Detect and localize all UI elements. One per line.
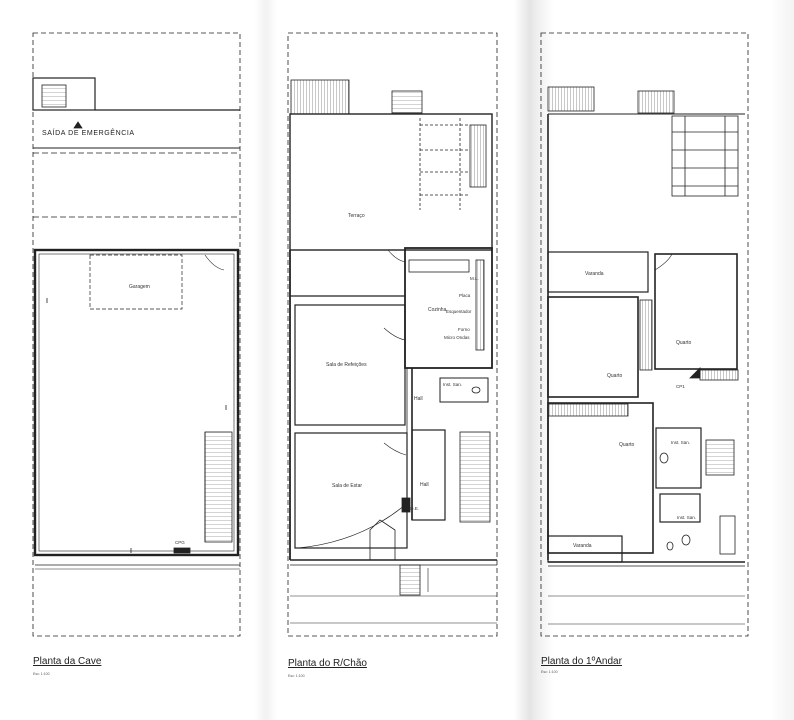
placa-label: Placa	[459, 293, 471, 298]
sheet-title-cave: Planta da Cave	[33, 656, 102, 667]
wc1-label: Inst. San.	[671, 440, 691, 445]
paper-fold-far-right	[770, 0, 794, 720]
esquentador-label: Esquentador	[446, 309, 472, 314]
sheet-scale-rchao: Esc: 1:100	[288, 674, 305, 678]
micro-ondas-label: Micro Ondas	[444, 335, 470, 340]
sheet-scale-cave: Esc: 1:100	[33, 672, 50, 676]
plan-cave	[32, 32, 241, 637]
living-label: Sala de Estar	[332, 483, 363, 489]
terrace-label: Terraço	[348, 213, 365, 219]
hall-upper-label: Hall	[414, 396, 423, 402]
quadro-label: Q.E.	[410, 506, 420, 511]
wc2-label: Inst. San.	[677, 515, 697, 520]
varanda-top-label: Varanda	[585, 271, 604, 277]
sheet-scale-1andar: Esc: 1:100	[541, 670, 558, 674]
sheet-title-1andar: Planta do 1ºAndar	[541, 656, 622, 667]
ml-label: M.L.	[470, 276, 479, 281]
plan-1andar	[540, 32, 749, 637]
paper-fold-left	[255, 0, 277, 720]
plan-rchao	[287, 32, 498, 637]
forno-label: Forno	[458, 327, 470, 332]
quarto-big-label: Quarto	[619, 442, 635, 448]
quarto-mid-label: Quarto	[607, 373, 623, 379]
sheet-title-rchao: Planta do R/Chão	[288, 658, 367, 669]
cp1-label: CP1	[676, 384, 685, 389]
hall-lower-label: Hall	[420, 482, 429, 488]
dining-label: Sala de Refeições	[326, 362, 367, 368]
wc-rchao-label: Inst. San.	[443, 382, 463, 387]
emergency-exit-label: SAÍDA DE EMERGÊNCIA	[42, 130, 135, 137]
garage-label: Garagem	[129, 284, 150, 290]
cpg-label: CPG	[175, 540, 185, 545]
varanda-bottom-label: Varanda	[573, 543, 592, 549]
kitchen-label: Cozinha	[428, 307, 447, 313]
quarto-right-label: Quarto	[676, 340, 692, 346]
